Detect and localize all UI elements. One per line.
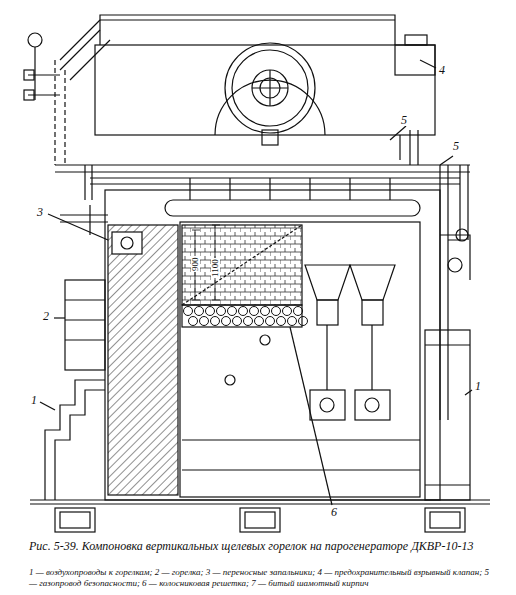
grate-bar [222, 317, 231, 326]
grate-bar [217, 307, 226, 316]
grate-bar [277, 317, 286, 326]
callout-number: 1 [30, 394, 38, 406]
grate-bar [228, 307, 237, 316]
grate-bar [184, 307, 193, 316]
grate-bar [244, 317, 253, 326]
grate-bar [233, 317, 242, 326]
grate-bar [255, 317, 264, 326]
grate-bar [294, 307, 303, 316]
callout-number: 5 [400, 114, 408, 126]
callout-number: 2 [42, 310, 50, 322]
grate-bar [272, 307, 281, 316]
grate-bar [266, 317, 275, 326]
grate-bar [283, 307, 292, 316]
callout-number: 5 [452, 140, 460, 152]
grate-bar [189, 317, 198, 326]
grate-bar [239, 307, 248, 316]
callout-number: 4 [438, 64, 446, 76]
callout-number: 6 [330, 506, 338, 518]
callout-number: 3 [36, 206, 44, 218]
callout-number: 1 [474, 380, 482, 392]
grate-bar [211, 317, 220, 326]
legend-text: 1 — воздухопроводы к горелкам; 2 — горел… [28, 567, 500, 589]
grate-bar [195, 307, 204, 316]
grate-bar [261, 307, 270, 316]
grate-bar [299, 317, 308, 326]
dimension: 1100 [211, 258, 220, 278]
dimension: 900 [191, 257, 200, 273]
grate-bar [250, 307, 259, 316]
figure-caption: Рис. 5-39. Компоновка вертикальных щелев… [28, 540, 500, 553]
grate-bar [200, 317, 209, 326]
grate-bar [206, 307, 215, 316]
grate-bar [288, 317, 297, 326]
